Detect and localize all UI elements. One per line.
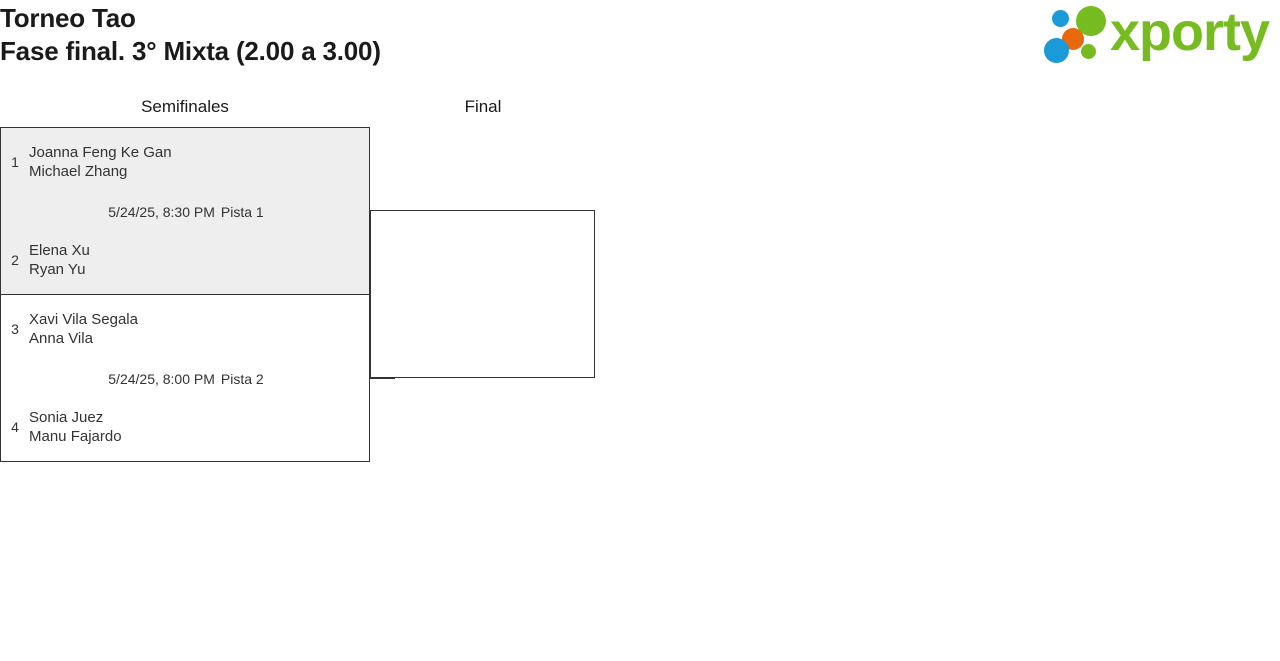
- player-name: Manu Fajardo: [29, 428, 122, 445]
- match-info: 5/24/25, 8:30 PM Pista 1: [1, 203, 371, 221]
- round-header-semifinals: Semifinales: [141, 97, 229, 116]
- match-team-slot[interactable]: [371, 315, 741, 371]
- round-header-final: Final: [464, 97, 502, 116]
- match-datetime: 5/24/25, 8:30 PM: [108, 204, 215, 220]
- match-team-slot[interactable]: 1 Joanna Feng Ke Gan Michael Zhang: [1, 134, 371, 190]
- team-seed: 1: [11, 154, 19, 170]
- player-name: Anna Vila: [29, 330, 93, 347]
- logo-dot-blue-small-icon: [1052, 10, 1069, 27]
- team-seed: 3: [11, 321, 19, 337]
- team-players: Elena Xu Ryan Yu: [29, 241, 371, 279]
- title-block: Torneo Tao Fase final. 3° Mixta (2.00 a …: [0, 2, 381, 68]
- player-name: Sonia Juez: [29, 409, 104, 426]
- match-card[interactable]: 1 Joanna Feng Ke Gan Michael Zhang 5/24/…: [0, 127, 370, 295]
- player-name: Elena Xu: [29, 242, 90, 259]
- player-name: Michael Zhang: [29, 163, 128, 180]
- tournament-title: Torneo Tao: [0, 3, 136, 33]
- match-card[interactable]: 3 Xavi Vila Segala Anna Vila 5/24/25, 8:…: [0, 294, 370, 462]
- team-players: Joanna Feng Ke Gan Michael Zhang: [29, 143, 371, 181]
- player-name: Joanna Feng Ke Gan: [29, 144, 172, 161]
- match-team-slot[interactable]: 3 Xavi Vila Segala Anna Vila: [1, 301, 371, 357]
- xporty-logo[interactable]: xporty: [1044, 2, 1274, 66]
- logo-wordmark: xporty: [1110, 2, 1270, 62]
- match-team-slot[interactable]: [371, 217, 741, 273]
- team-seed: 2: [11, 252, 19, 268]
- logo-dots-icon: [1044, 4, 1116, 66]
- match-team-slot[interactable]: 4 Sonia Juez Manu Fajardo: [1, 399, 371, 455]
- team-seed: 4: [11, 419, 19, 435]
- team-players: Xavi Vila Segala Anna Vila: [29, 310, 371, 348]
- player-name: Xavi Vila Segala: [29, 311, 138, 328]
- match-card-final[interactable]: [370, 210, 595, 378]
- match-court: Pista 1: [220, 204, 264, 220]
- match-court: [553, 287, 559, 303]
- phase-title: Fase final. 3° Mixta (2.00 a 3.00): [0, 36, 381, 66]
- match-info: 5/24/25, 8:00 PM Pista 2: [1, 370, 371, 388]
- round-final: [0, 127, 620, 463]
- match-team-slot[interactable]: 2 Elena Xu Ryan Yu: [1, 232, 371, 288]
- bracket-tree: 1 Joanna Feng Ke Gan Michael Zhang 5/24/…: [0, 127, 620, 467]
- logo-dot-green-small-icon: [1081, 44, 1096, 59]
- player-name: Ryan Yu: [29, 261, 86, 278]
- team-players: Sonia Juez Manu Fajardo: [29, 408, 371, 446]
- match-info: [371, 286, 741, 304]
- page-header: Torneo Tao Fase final. 3° Mixta (2.00 a …: [0, 0, 1280, 80]
- match-datetime: 5/24/25, 8:00 PM: [108, 371, 215, 387]
- bracket-connector-bottom: [369, 378, 395, 379]
- match-court: Pista 2: [220, 371, 264, 387]
- logo-dot-blue-large-icon: [1044, 38, 1069, 63]
- round-semifinals: 1 Joanna Feng Ke Gan Michael Zhang 5/24/…: [0, 127, 370, 463]
